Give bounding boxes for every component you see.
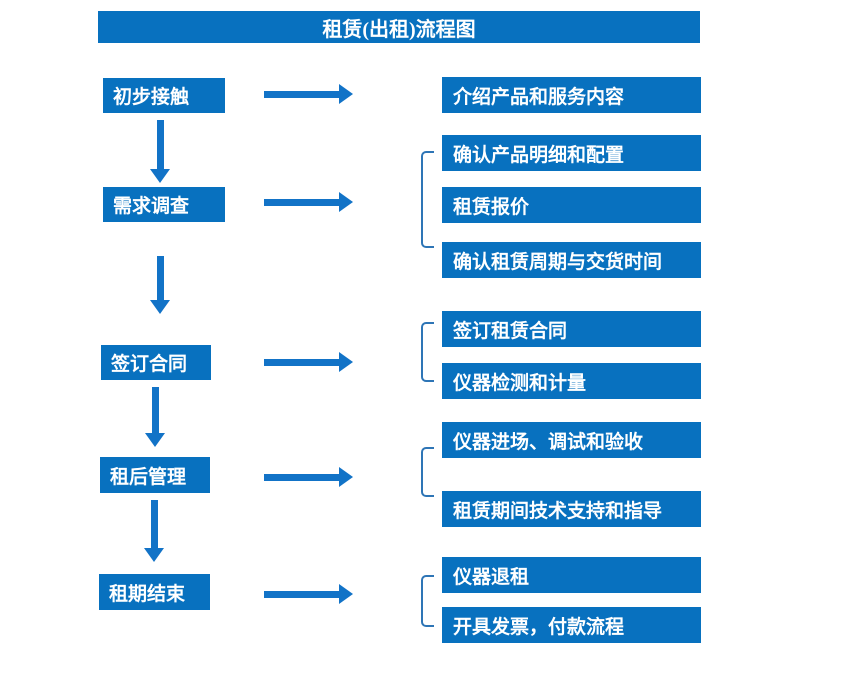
right-arrow-shaft <box>264 590 339 598</box>
output-instrument-testing-metering: 仪器检测和计量 <box>442 363 701 399</box>
right-arrow-4 <box>264 467 353 487</box>
bracket-demand-survey-group <box>421 151 434 248</box>
right-arrow-head <box>339 84 353 104</box>
right-arrow-head <box>339 192 353 212</box>
output-technical-support-guidance: 租赁期间技术支持和指导 <box>442 491 701 527</box>
right-arrow-5 <box>264 584 353 604</box>
down-arrow-3 <box>145 387 165 447</box>
step-initial-contact: 初步接触 <box>103 78 225 113</box>
right-arrow-head <box>339 467 353 487</box>
down-arrow-shaft <box>156 256 164 300</box>
step-demand-survey: 需求调查 <box>103 187 225 222</box>
right-arrow-shaft <box>264 358 339 366</box>
right-arrow-shaft <box>264 198 339 206</box>
step-post-rental-management: 租后管理 <box>100 457 210 493</box>
right-arrow-3 <box>264 352 353 372</box>
bracket-post-rental-group <box>421 447 434 497</box>
right-arrow-shaft <box>264 473 339 481</box>
down-arrow-shaft <box>151 387 159 433</box>
output-instrument-arrival-debug-acceptance: 仪器进场、调试和验收 <box>442 422 701 458</box>
output-rental-quotation: 租赁报价 <box>442 187 701 223</box>
down-arrow-head <box>150 169 170 183</box>
output-confirm-product-details: 确认产品明细和配置 <box>442 135 701 171</box>
down-arrow-4 <box>144 500 164 562</box>
title-bar: 租赁(出租)流程图 <box>98 11 700 43</box>
output-introduce-products-services: 介绍产品和服务内容 <box>442 77 701 113</box>
page-title: 租赁(出租)流程图 <box>322 18 476 41</box>
right-arrow-head <box>339 584 353 604</box>
down-arrow-head <box>150 300 170 314</box>
right-arrow-head <box>339 352 353 372</box>
right-arrow-shaft <box>264 90 339 98</box>
step-lease-end: 租期结束 <box>99 574 210 610</box>
down-arrow-head <box>144 548 164 562</box>
down-arrow-1 <box>150 120 170 183</box>
output-confirm-rental-period-delivery: 确认租赁周期与交货时间 <box>442 242 701 278</box>
step-sign-contract: 签订合同 <box>101 345 211 380</box>
down-arrow-shaft <box>156 120 164 169</box>
down-arrow-head <box>145 433 165 447</box>
down-arrow-shaft <box>150 500 158 548</box>
down-arrow-2 <box>150 256 170 314</box>
output-sign-rental-contract: 签订租赁合同 <box>442 311 701 347</box>
output-invoice-payment-process: 开具发票，付款流程 <box>442 607 701 643</box>
bracket-sign-contract-group <box>421 322 434 382</box>
output-instrument-return: 仪器退租 <box>442 557 701 593</box>
right-arrow-1 <box>264 84 353 104</box>
right-arrow-2 <box>264 192 353 212</box>
bracket-lease-end-group <box>421 575 434 627</box>
